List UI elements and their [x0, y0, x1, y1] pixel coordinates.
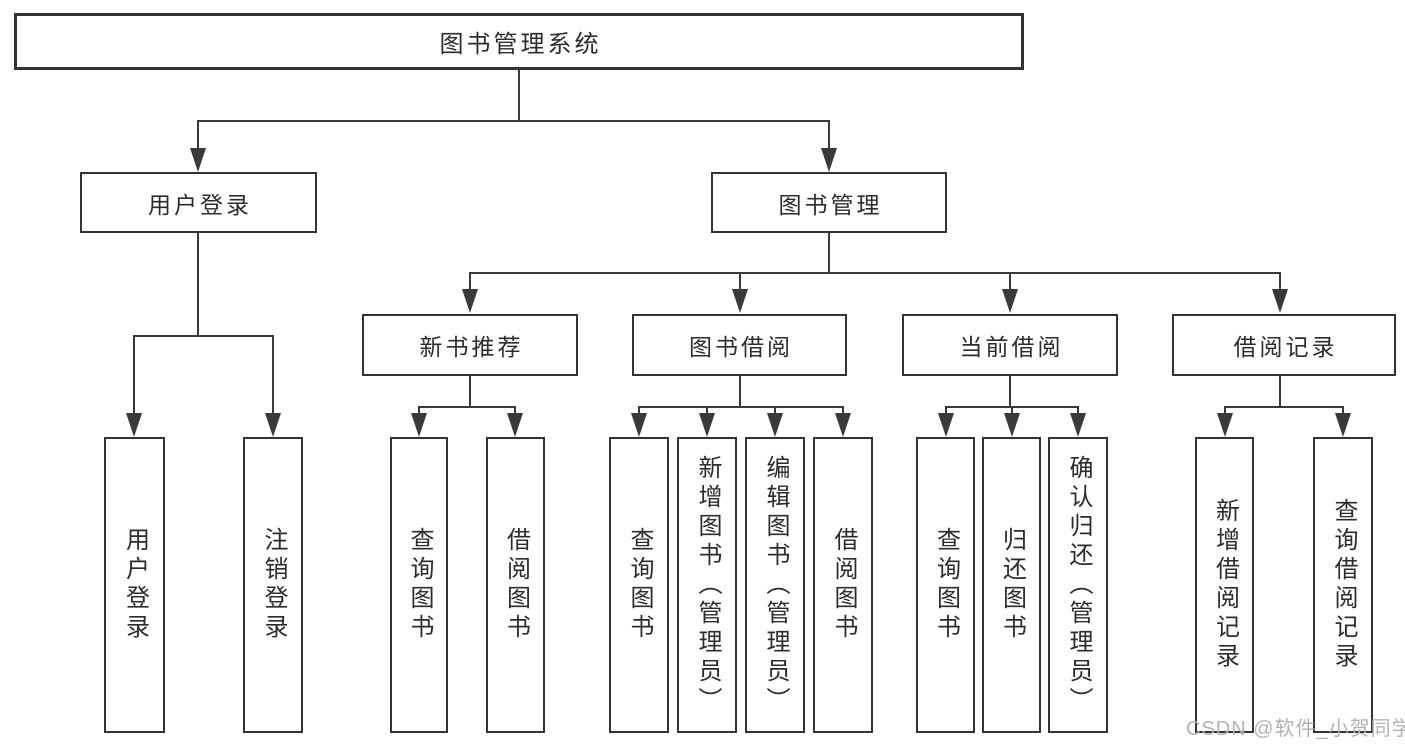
arrowhead — [190, 148, 206, 172]
leaf-user-login: 用户登录 — [104, 437, 165, 733]
arrowhead — [507, 413, 523, 437]
leaf-current-confirm-return-admin: 确认归还（管理员） — [1048, 437, 1108, 733]
v-line — [739, 272, 741, 289]
v-line — [774, 406, 776, 413]
v-line — [1077, 406, 1079, 413]
leaf-label: 借阅图书 — [502, 527, 530, 643]
v-line — [469, 272, 471, 289]
h-line — [418, 406, 516, 408]
leaf-borrow-borrow-books: 借阅图书 — [813, 437, 873, 733]
v-line — [739, 376, 741, 406]
leaf-borrow-query-books: 查询图书 — [609, 437, 669, 733]
node-borrowing-records: 借阅记录 — [1172, 314, 1396, 376]
arrowhead — [1004, 413, 1020, 437]
v-line — [1224, 406, 1226, 413]
node-book-management: 图书管理 — [711, 172, 947, 233]
v-line — [1279, 272, 1281, 289]
leaf-label: 注销登录 — [260, 527, 287, 643]
leaf-recommend-query-books: 查询图书 — [390, 437, 448, 733]
arrowhead — [1217, 413, 1233, 437]
arrowhead — [835, 413, 851, 437]
node-book-borrowing: 图书借阅 — [632, 314, 847, 376]
leaf-label: 新增图书（管理员） — [694, 454, 721, 716]
h-line — [133, 335, 274, 337]
leaf-borrow-edit-books-admin: 编辑图书（管理员） — [745, 437, 805, 733]
h-line — [638, 406, 844, 408]
arrowhead — [1272, 289, 1288, 313]
arrowhead — [732, 289, 748, 313]
v-line — [133, 335, 135, 413]
node-label: 图书管理系统 — [439, 31, 602, 58]
v-line — [518, 70, 520, 120]
csdn-watermark: CSDN @软件_小贺同学 — [1186, 718, 1405, 740]
leaf-label: 确认归还（管理员） — [1065, 454, 1092, 716]
arrowhead — [1002, 289, 1018, 313]
leaf-logout: 注销登录 — [243, 437, 303, 733]
arrowhead — [699, 413, 715, 437]
leaf-label: 借阅图书 — [830, 527, 857, 643]
leaf-label: 编辑图书（管理员） — [762, 454, 789, 716]
leaf-label: 查询图书 — [626, 527, 653, 643]
leaf-records-add-borrow-record: 新增借阅记录 — [1195, 437, 1254, 733]
arrowhead — [631, 413, 647, 437]
arrowhead — [265, 413, 281, 437]
arrowhead — [821, 148, 837, 172]
leaf-label: 归还图书 — [998, 527, 1026, 643]
v-line — [418, 406, 420, 413]
leaf-recommend-borrow-books: 借阅图书 — [486, 437, 545, 733]
leaf-current-query-books: 查询图书 — [916, 437, 975, 733]
leaf-borrow-add-books-admin: 新增图书（管理员） — [677, 437, 737, 733]
v-line — [842, 406, 844, 413]
v-line — [1279, 376, 1281, 406]
node-current-borrowing: 当前借阅 — [902, 314, 1118, 376]
v-line — [638, 406, 640, 413]
leaf-current-return-books: 归还图书 — [982, 437, 1041, 733]
arrowhead — [767, 413, 783, 437]
leaf-label: 查询借阅记录 — [1330, 498, 1357, 672]
leaf-records-query-borrow-record: 查询借阅记录 — [1313, 437, 1373, 733]
leaf-label: 用户登录 — [121, 527, 149, 643]
node-library-management-system: 图书管理系统 — [14, 13, 1024, 70]
arrowhead — [462, 289, 478, 313]
arrowhead — [1070, 413, 1086, 437]
v-line — [272, 335, 274, 413]
v-line — [469, 376, 471, 406]
node-label: 当前借阅 — [959, 334, 1064, 360]
v-line — [828, 233, 830, 274]
leaf-label: 新增借阅记录 — [1211, 498, 1239, 672]
v-line — [197, 233, 199, 335]
node-label: 借阅记录 — [1233, 334, 1338, 360]
node-label: 图书管理 — [778, 191, 883, 218]
arrowhead — [126, 413, 142, 437]
v-line — [1342, 406, 1344, 413]
node-label: 新书推荐 — [419, 334, 524, 360]
leaf-label: 查询图书 — [932, 527, 960, 643]
v-line — [706, 406, 708, 413]
v-line — [197, 120, 199, 148]
v-line — [1009, 376, 1011, 406]
v-line — [1011, 406, 1013, 413]
v-line — [828, 120, 830, 148]
v-line — [1009, 272, 1011, 289]
node-user-login: 用户登录 — [80, 172, 317, 233]
node-label: 用户登录 — [148, 191, 252, 218]
leaf-label: 查询图书 — [406, 527, 433, 643]
h-line — [197, 120, 830, 122]
arrowhead — [938, 413, 954, 437]
h-line — [1224, 406, 1344, 408]
node-new-book-recommendation: 新书推荐 — [362, 314, 578, 376]
arrowhead — [411, 413, 427, 437]
h-line — [469, 272, 1281, 274]
arrowhead — [1335, 413, 1351, 437]
node-label: 图书借阅 — [689, 334, 793, 360]
v-line — [514, 406, 516, 413]
v-line — [945, 406, 947, 413]
